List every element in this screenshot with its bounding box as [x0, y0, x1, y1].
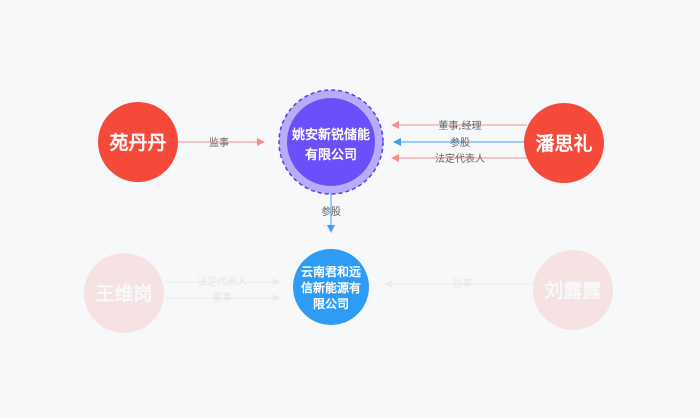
edge-label: 监事 — [209, 136, 229, 149]
node-label: 姚安新锐储能 — [291, 127, 370, 143]
edge-label: 法定代表人 — [435, 152, 485, 165]
node-label: 限公司 — [313, 296, 349, 311]
faded-edges: 法定代表人 董事 监事 — [165, 275, 533, 304]
node-wang[interactable]: 王维岗 — [84, 253, 164, 333]
node-label: 刘露露 — [544, 279, 602, 302]
node-label: 王维岗 — [95, 282, 152, 305]
node-yunnan[interactable]: 云南君和远 信新能源有 限公司 — [293, 249, 369, 325]
node-pan[interactable]: 潘思礼 — [524, 103, 604, 183]
node-label: 苑丹丹 — [109, 131, 166, 154]
node-label: 潘思礼 — [535, 132, 592, 155]
node-label: 云南君和远 — [301, 264, 361, 279]
edge-label: 监事 — [452, 277, 472, 290]
edge-label: 参股 — [321, 205, 341, 218]
node-center[interactable]: 姚安新锐储能 有限公司 — [278, 89, 384, 195]
node-liu[interactable]: 刘露露 — [533, 250, 613, 330]
edge-label: 法定代表人 — [197, 275, 247, 288]
edge-label: 董事 — [212, 291, 232, 304]
node-label: 信新能源有 — [301, 280, 361, 295]
edge-label: 董事,经理 — [438, 119, 481, 132]
node-label: 有限公司 — [305, 147, 357, 163]
node-yuan[interactable]: 苑丹丹 — [98, 102, 178, 182]
edge-label: 参股 — [450, 136, 470, 149]
